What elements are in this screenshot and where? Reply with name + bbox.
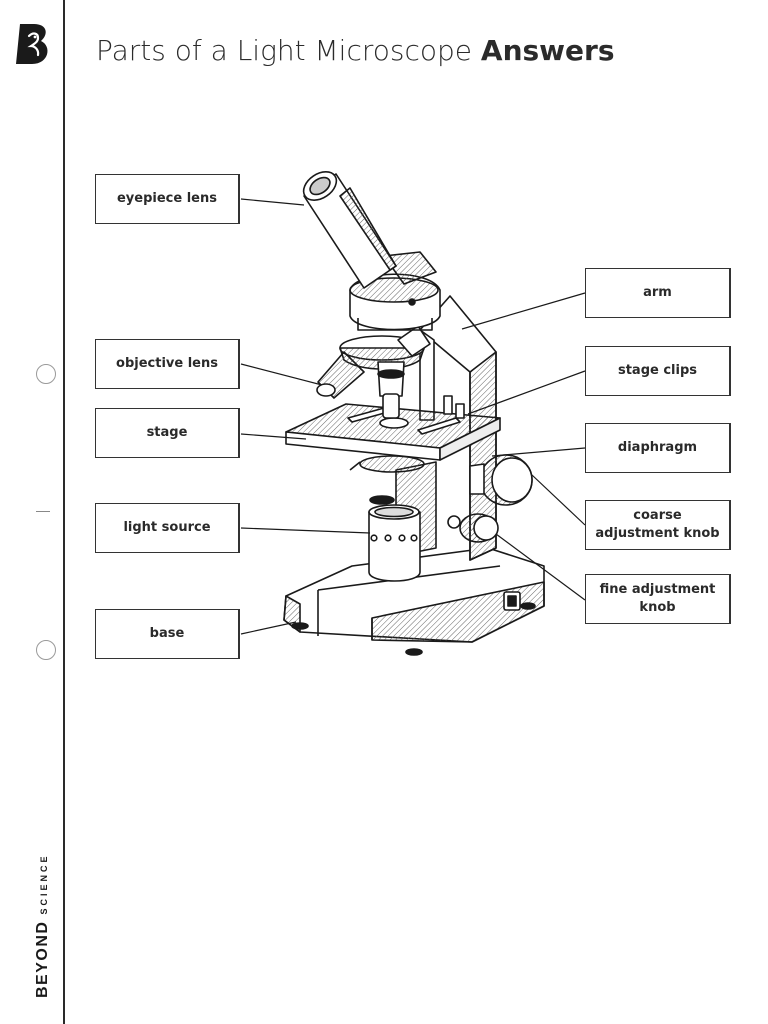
coarse-adjustment-knob-shape (469, 454, 533, 506)
label-stage: stage (95, 408, 240, 458)
label-base: base (95, 609, 240, 659)
base-shape (283, 547, 545, 656)
leader-lines (240, 198, 586, 635)
leader-line-coarse-adjustment-knob (531, 474, 586, 526)
leader-line-diaphragm (491, 447, 586, 457)
label-stage-clips: stage clips (585, 346, 731, 396)
objective-lens-shape (316, 325, 431, 419)
label-objective-lens: objective lens (95, 339, 240, 389)
leader-line-stage (240, 433, 307, 440)
page-title-emphasis: Answers (480, 34, 615, 67)
leader-line-light-source (240, 527, 371, 534)
label-coarse-adjustment-knob: coarse adjustment knob (585, 500, 731, 550)
label-eyepiece-lens: eyepiece lens (95, 174, 240, 224)
label-arm: arm (585, 268, 731, 318)
punch-hole-bottom (36, 640, 56, 660)
light-source-shape (368, 461, 437, 582)
leader-line-base (240, 621, 297, 635)
fold-tick-mark (36, 511, 50, 512)
fine-adjustment-knob-shape (447, 513, 499, 543)
label-diaphragm: diaphragm (585, 423, 731, 473)
label-fine-adjustment-knob: fine adjustment knob (585, 574, 731, 624)
diaphragm-shape (349, 455, 425, 473)
leader-line-stage-clips (467, 370, 586, 415)
page-title: Parts of a Light Microscope Answers (96, 34, 615, 67)
leader-line-eyepiece-lens (240, 198, 305, 206)
page-title-text: Parts of a Light Microscope (96, 34, 472, 67)
leader-line-objective-lens (240, 363, 323, 386)
brand-logo-icon (16, 24, 48, 64)
eyepiece-lens-shape (302, 171, 441, 331)
sidebar-rule (63, 0, 65, 1024)
punch-hole-top (36, 364, 56, 384)
microscope-illustration (283, 171, 545, 656)
stage-shape (285, 395, 501, 461)
leader-line-fine-adjustment-knob (495, 533, 586, 601)
leader-line-arm (461, 292, 586, 330)
label-light-source: light source (95, 503, 240, 553)
